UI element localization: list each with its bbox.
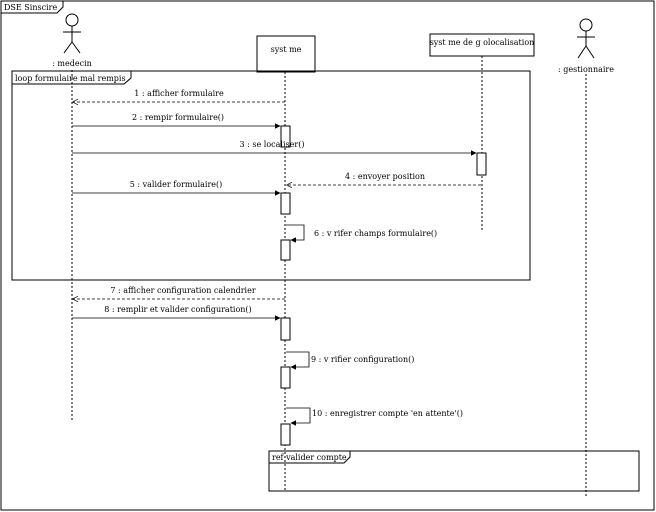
ref-fragment: ref valider compte bbox=[268, 450, 640, 492]
message-label: 1 : afficher formulaire bbox=[134, 89, 224, 98]
message-label: 3 : se localiser() bbox=[240, 140, 305, 149]
ref-label: ref valider compte bbox=[272, 453, 347, 462]
activation-bar bbox=[280, 317, 291, 341]
message-label: 10 : enregistrer compte 'en attente'() bbox=[312, 409, 463, 418]
loop-label: loop formulaire mal rempis bbox=[15, 74, 126, 83]
actor-medecin: : medecin bbox=[52, 13, 92, 68]
message-label: 9 : v rifier configuration() bbox=[311, 355, 414, 364]
frame-title: DSE Sinscire bbox=[4, 3, 57, 12]
actor-label: : gestionnaire bbox=[558, 65, 614, 74]
message-label: 4 : envoyer position bbox=[345, 172, 425, 181]
object-geoloc: syst me de g olocalisation bbox=[429, 33, 535, 57]
message-9: 9 : v rifier configuration() bbox=[286, 351, 414, 370]
message-6: 6 : v rifer champs formulaire() bbox=[286, 224, 437, 243]
activation-bar bbox=[280, 125, 291, 148]
message-label: 7 : afficher configuration calendrier bbox=[110, 286, 255, 295]
message-10: 10 : enregistrer compte 'en attente'() bbox=[286, 407, 463, 426]
loop-fragment: loop formulaire mal rempis bbox=[11, 70, 531, 281]
message-5: 5 : valider formulaire() bbox=[72, 180, 281, 196]
object-label: syst me de g olocalisation bbox=[430, 38, 535, 47]
message-label: 2 : rempir formulaire() bbox=[132, 113, 224, 122]
actor-label: : medecin bbox=[52, 59, 92, 68]
frame-tab bbox=[1, 1, 64, 14]
message-3: 3 : se localiser() bbox=[72, 140, 477, 156]
actor-gestionnaire: : gestionnaire bbox=[558, 18, 614, 74]
stick-figure-icon bbox=[63, 13, 81, 54]
message-2: 2 : rempir formulaire() bbox=[72, 113, 281, 129]
message-label: 6 : v rifer champs formulaire() bbox=[314, 229, 437, 238]
message-label: 8 : remplir et valider configuration() bbox=[104, 305, 251, 314]
activation-bar bbox=[280, 239, 291, 261]
message-4: 4 : envoyer position bbox=[287, 172, 481, 185]
activation-bar bbox=[280, 366, 291, 389]
activation-bar bbox=[476, 152, 487, 176]
activation-bar bbox=[280, 423, 291, 446]
activation-bar bbox=[280, 192, 291, 215]
object-label: syst me bbox=[271, 45, 302, 54]
message-7: 7 : afficher configuration calendrier bbox=[73, 286, 285, 299]
message-label: 5 : valider formulaire() bbox=[130, 180, 223, 189]
message-1: 1 : afficher formulaire bbox=[73, 89, 285, 102]
object-systeme: syst me bbox=[256, 35, 316, 73]
stick-figure-icon bbox=[577, 18, 595, 59]
message-8: 8 : remplir et valider configuration() bbox=[72, 305, 281, 321]
